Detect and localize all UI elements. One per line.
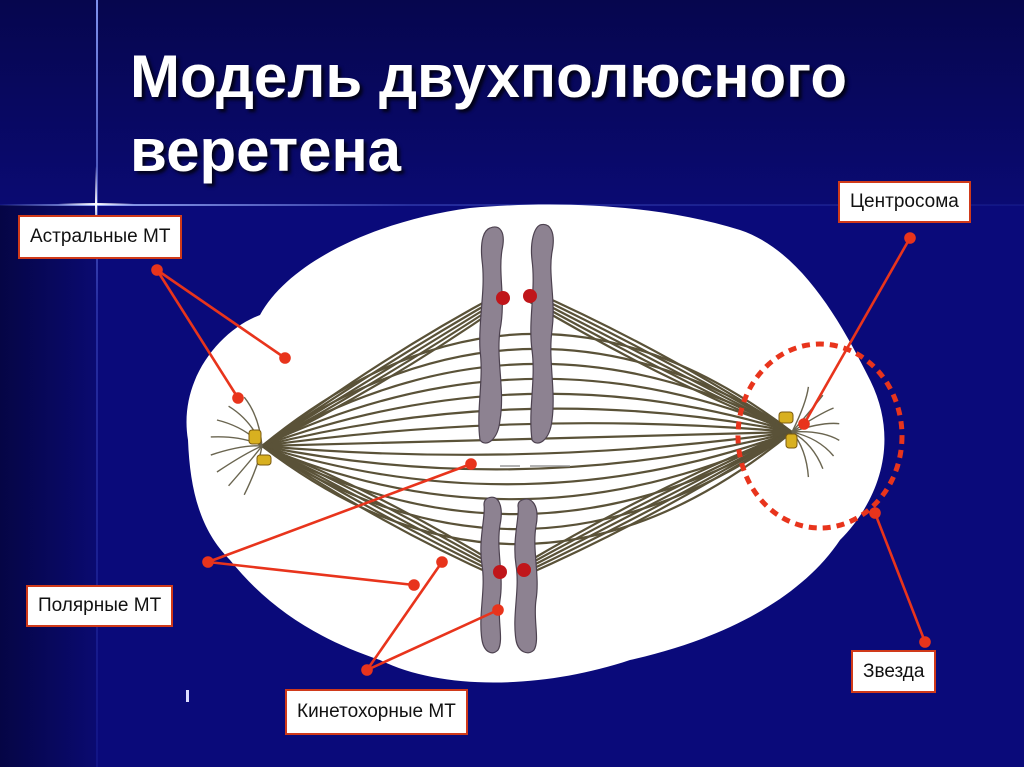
kinetochore-microtubule (261, 291, 504, 447)
pointer-dot (151, 264, 163, 276)
spindle-microtubule (261, 430, 793, 471)
pointer-dot (361, 664, 373, 676)
kinetochore-microtubule (523, 431, 793, 571)
kinetochore-dot (496, 291, 510, 305)
spindle-microtubule (261, 430, 793, 486)
pointer-lines (151, 232, 931, 676)
centriole (256, 454, 272, 466)
pointer-dot (869, 507, 881, 519)
kinetochore-microtubule (523, 430, 793, 568)
pointer-dot (904, 232, 916, 244)
star-highlight-circle (735, 341, 905, 531)
chromosome-top-left (478, 226, 504, 444)
astral-ray (210, 445, 263, 456)
pointer-dot (232, 392, 244, 404)
chromosomes-top (478, 223, 554, 444)
chromosome-top-right (530, 223, 554, 444)
astral-ray (216, 445, 263, 473)
spindle-microtubule (261, 392, 793, 448)
background-top-band (0, 0, 1024, 205)
kinetochore-microtubule (261, 294, 504, 447)
kinetochore-dot (523, 289, 537, 303)
pointer-dot (408, 579, 420, 591)
label-kinetochore-mt: Кинетохорные МТ (285, 689, 468, 735)
kinetochore-microtubule (529, 298, 793, 434)
pointer-dot (919, 636, 931, 648)
kinetochore-microtubule (529, 301, 793, 434)
spindle-microtubule (261, 377, 793, 447)
kinetochore-microtubule (261, 445, 501, 573)
astral-ray (791, 431, 835, 457)
kinetochore-microtubule (261, 303, 504, 447)
kinetochore-dot (517, 563, 531, 577)
pointer-dot (798, 418, 810, 430)
kinetochore-microtubule (261, 445, 501, 576)
kinetochores (493, 289, 537, 579)
microtubules (261, 288, 793, 580)
astral-ray (791, 407, 834, 433)
spindle-microtubule (261, 407, 793, 448)
kinetochore-microtubule (529, 295, 793, 433)
slide-title: Модель двухполюсного веретена (130, 43, 847, 184)
decorative-horizontal-line (0, 204, 1024, 206)
spindle-microtubule (261, 430, 793, 456)
pointer-dot (436, 556, 448, 568)
centrioles-left (248, 429, 272, 466)
kinetochore-microtubule (529, 292, 793, 433)
kinetochore-microtubule (529, 288, 793, 433)
spindle-microtubule (261, 430, 793, 448)
label-astral-mt: Астральные МТ (18, 215, 183, 259)
pointer-dot (279, 352, 291, 364)
kinetochore-microtubule (261, 444, 501, 567)
kinetochore-microtubule (261, 445, 501, 570)
decorative-vertical-line (96, 0, 98, 767)
kinetochore-microtubule (261, 300, 504, 447)
label-centrosome: Центросома (838, 181, 971, 223)
cell-body (186, 204, 885, 683)
spindle-microtubule (261, 422, 793, 448)
centriole (778, 411, 794, 424)
kinetochore-dot (493, 565, 507, 579)
astral-ray (228, 445, 263, 487)
kinetochore-microtubule (523, 430, 793, 565)
centrioles-right (778, 411, 798, 449)
kinetochore-microtubule (523, 431, 793, 578)
kinetochore-microtubule (261, 445, 501, 580)
astral-ray (791, 422, 840, 433)
astral-ray (243, 445, 263, 496)
kinetochore-microtubule (261, 297, 504, 447)
pointer-dot (202, 556, 214, 568)
label-polar-mt: Полярные МТ (26, 585, 174, 627)
kinetochore-microtubule (523, 431, 793, 574)
astral-ray (791, 431, 840, 441)
astral-ray (791, 386, 810, 433)
centriole (785, 433, 798, 449)
pointer-dot (465, 458, 477, 470)
centriole (248, 429, 262, 445)
pointer-dot (492, 604, 504, 616)
label-star: Звезда (851, 650, 937, 693)
stray-mark (186, 690, 189, 702)
